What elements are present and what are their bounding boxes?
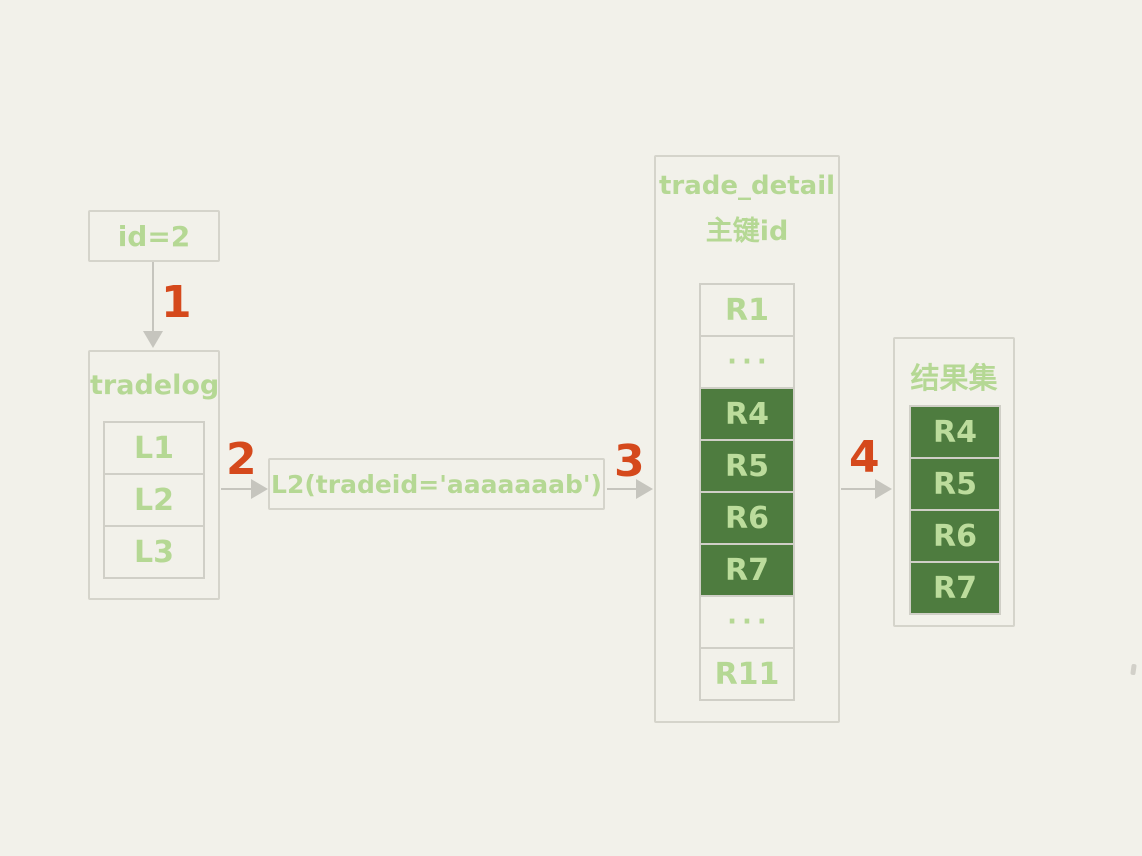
trade-detail-row-r6: R6 (699, 491, 795, 545)
tradelog-table: tradelog L1 L2 L3 (88, 350, 220, 600)
arrow-4-line (841, 488, 878, 490)
trade-detail-row-ellipsis-bottom: ··· (699, 595, 795, 649)
index-query-label: L2(tradeid='aaaaaaab') (271, 469, 602, 499)
step-4-label: 4 (849, 432, 880, 483)
trade-detail-row-r1: R1 (699, 283, 795, 337)
index-query-box: L2(tradeid='aaaaaaab') (268, 458, 605, 510)
arrow-2-line (221, 488, 255, 490)
trade-detail-table: trade_detail 主键id R1 ··· R4 R5 R6 R7 ···… (654, 155, 840, 723)
tradelog-rows: L1 L2 L3 (103, 421, 205, 579)
trade-detail-row-r5: R5 (699, 439, 795, 493)
trade-detail-row-r4: R4 (699, 387, 795, 441)
result-row-r4: R4 (909, 405, 1001, 459)
trade-detail-row-r11: R11 (699, 647, 795, 701)
tradelog-row-l3: L3 (103, 525, 205, 579)
trade-detail-subtitle: 主键id (705, 216, 789, 247)
tradelog-row-l2: L2 (103, 473, 205, 527)
result-set-box: 结果集 R4 R5 R6 R7 (893, 337, 1015, 627)
stray-mark (1130, 663, 1137, 676)
trade-detail-row-r7: R7 (699, 543, 795, 597)
trade-detail-row-ellipsis-top: ··· (699, 335, 795, 389)
id-value-box: id=2 (88, 210, 220, 262)
tradelog-title: tradelog (90, 370, 220, 401)
arrow-3-line (607, 488, 639, 490)
arrow-3-head-icon (636, 479, 653, 499)
tradelog-row-l1: L1 (103, 421, 205, 475)
result-row-r7: R7 (909, 561, 1001, 615)
arrow-1-line (152, 262, 154, 334)
arrow-1-head-icon (143, 331, 163, 348)
result-set-title: 结果集 (910, 361, 998, 395)
arrow-2-head-icon (251, 479, 268, 499)
arrow-4-head-icon (875, 479, 892, 499)
step-2-label: 2 (226, 434, 257, 485)
trade-detail-rows: R1 ··· R4 R5 R6 R7 ··· R11 (699, 283, 795, 701)
result-row-r5: R5 (909, 457, 1001, 511)
step-1-label: 1 (161, 277, 192, 328)
result-row-r6: R6 (909, 509, 1001, 563)
step-3-label: 3 (614, 436, 645, 487)
id-value-label: id=2 (117, 219, 191, 253)
result-set-rows: R4 R5 R6 R7 (909, 405, 1001, 615)
trade-detail-title: trade_detail (658, 171, 836, 201)
